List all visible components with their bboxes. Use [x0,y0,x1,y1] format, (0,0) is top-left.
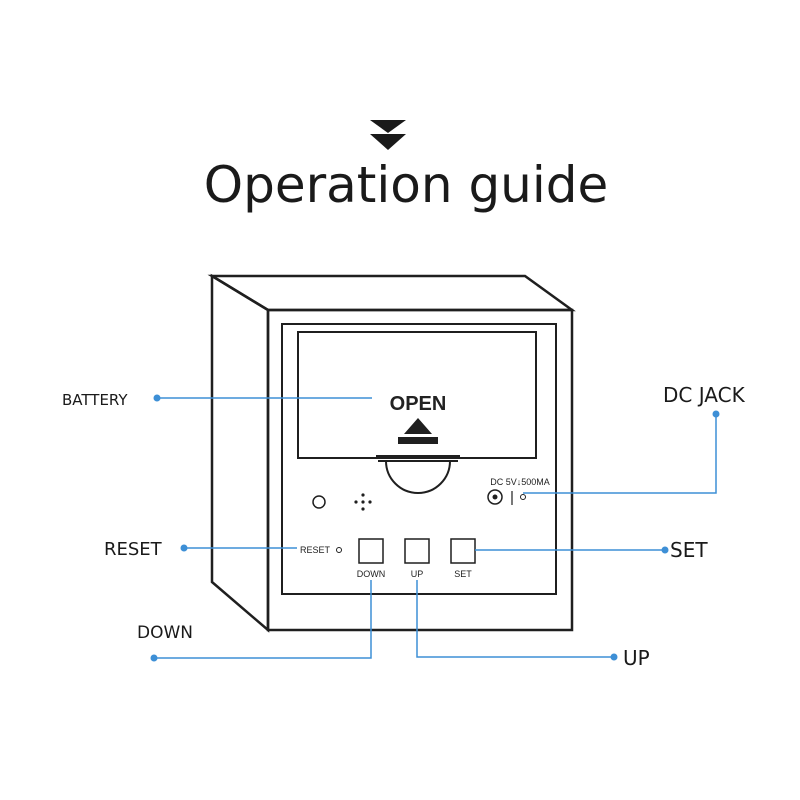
device-body [207,273,576,633]
page-title: Operation guide [204,156,609,214]
down-callout-label: DOWN [137,623,193,643]
up-small-label: UP [411,569,424,579]
down-button[interactable] [358,538,384,564]
callout-dots [150,394,720,662]
set-callout-label: SET [670,538,708,562]
down-callout-line [154,580,372,659]
up-callout-line [416,580,614,658]
eject-icon [398,418,438,444]
dc-jack-callout-label: DC JACK [663,383,746,407]
set-small-label: SET [454,569,472,579]
light-sensor [312,495,326,509]
down-triangle-arrow-icon [370,120,406,150]
down-small-label: DOWN [357,569,386,579]
dc-polarity-dot [520,494,526,500]
reset-callout-label: RESET [104,539,163,560]
dc-jack-callout-line [523,414,717,494]
dc-spec-label: DC 5V↓500MA [490,477,550,487]
reset-pinhole[interactable] [336,547,342,553]
callout-lines [154,397,717,659]
open-label: OPEN [390,393,447,415]
up-callout-label: UP [623,646,650,670]
battery-callout-label: BATTERY [62,391,128,409]
speaker-icon [354,493,372,511]
reset-small-label: RESET [300,545,331,555]
battery-compartment: OPEN [297,331,537,494]
up-button[interactable] [404,538,430,564]
set-button[interactable] [450,538,476,564]
dc-jack-port[interactable] [487,489,503,505]
